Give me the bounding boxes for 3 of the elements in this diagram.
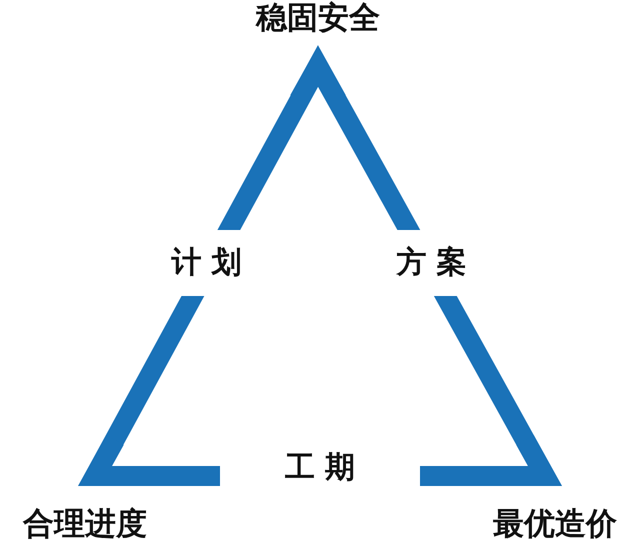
corner-label: 稳固安全 — [256, 0, 380, 36]
corner-label: 合理进度 — [23, 506, 147, 542]
corner-label: 最优造价 — [493, 506, 617, 542]
